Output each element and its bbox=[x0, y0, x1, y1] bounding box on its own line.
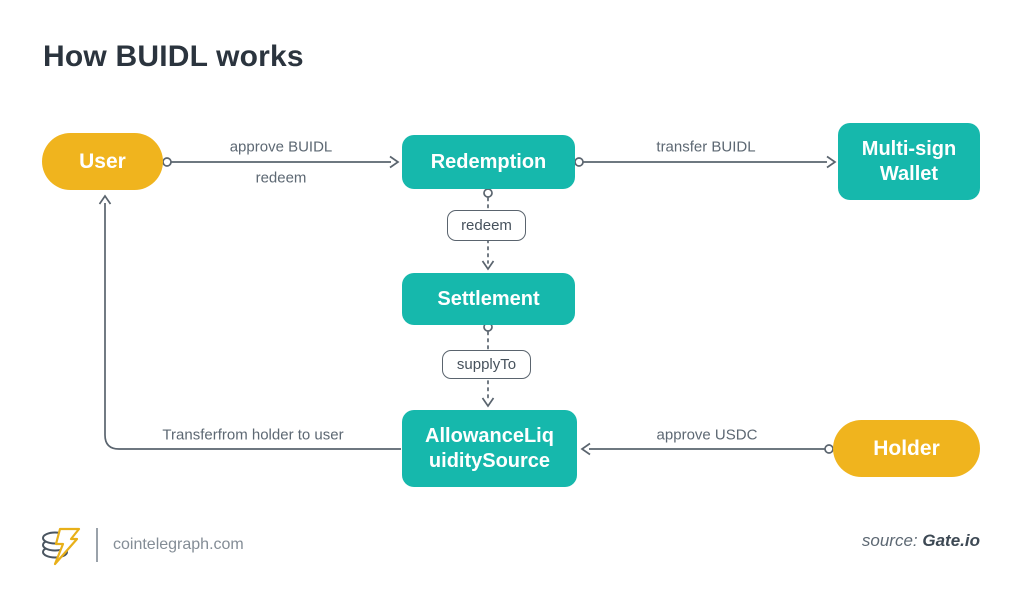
footer-brand: cointelegraph.com bbox=[38, 522, 244, 568]
node-multisig-wallet-line2: Wallet bbox=[879, 162, 939, 185]
arrowhead-into-user bbox=[98, 194, 112, 205]
node-als-line1: AllowanceLiq bbox=[425, 424, 554, 447]
node-holder-label: Holder bbox=[873, 436, 940, 460]
tag-supply-to: supplyTo bbox=[442, 350, 531, 379]
edge-label-transfer-from: Transferfrom holder to user bbox=[162, 426, 344, 444]
edge-label-approve-buidl: approve BUIDL bbox=[229, 138, 333, 156]
port-redemption-right bbox=[574, 157, 584, 167]
tag-supply-to-label: supplyTo bbox=[456, 356, 517, 373]
lightning-bolt-icon bbox=[53, 527, 81, 566]
node-user-label: User bbox=[79, 149, 126, 173]
edge-label-transfer-buidl: transfer BUIDL bbox=[656, 138, 756, 156]
node-redemption-label: Redemption bbox=[430, 150, 547, 173]
arrowhead-into-als bbox=[481, 397, 495, 408]
edge-label-approve-usdc: approve USDC bbox=[656, 426, 758, 444]
port-user-right bbox=[162, 157, 172, 167]
node-redemption: Redemption bbox=[402, 135, 575, 189]
footer-divider bbox=[96, 528, 98, 562]
node-multisig-wallet: Multi-sign Wallet bbox=[838, 123, 980, 200]
arrowhead-into-als-right bbox=[580, 442, 591, 456]
edge-label-redeem: redeem bbox=[255, 169, 307, 187]
node-holder: Holder bbox=[833, 420, 980, 477]
tag-redeem-label: redeem bbox=[461, 217, 512, 234]
source-attribution: source: Gate.io bbox=[862, 531, 980, 551]
page-title: How BUIDL works bbox=[43, 40, 304, 73]
arrowhead-into-wallet bbox=[826, 155, 837, 169]
node-multisig-wallet-line1: Multi-sign bbox=[861, 137, 957, 160]
node-allowance-liquidity-source: AllowanceLiq uiditySource bbox=[402, 410, 577, 487]
footer-site-text: cointelegraph.com bbox=[113, 536, 244, 553]
cointelegraph-logo-icon bbox=[42, 527, 81, 566]
source-value: Gate.io bbox=[922, 531, 980, 550]
tag-redeem: redeem bbox=[447, 210, 526, 241]
source-label: source: bbox=[861, 531, 918, 550]
node-settlement: Settlement bbox=[402, 273, 575, 325]
node-user: User bbox=[42, 133, 163, 190]
arrowhead-into-settlement bbox=[481, 260, 495, 271]
port-redemption-bottom bbox=[483, 188, 493, 198]
arrowhead-into-redemption bbox=[389, 155, 400, 169]
node-settlement-label: Settlement bbox=[437, 287, 540, 310]
edge-als-user bbox=[104, 203, 401, 450]
port-holder-left bbox=[824, 444, 834, 454]
node-als-line2: uiditySource bbox=[428, 449, 551, 472]
